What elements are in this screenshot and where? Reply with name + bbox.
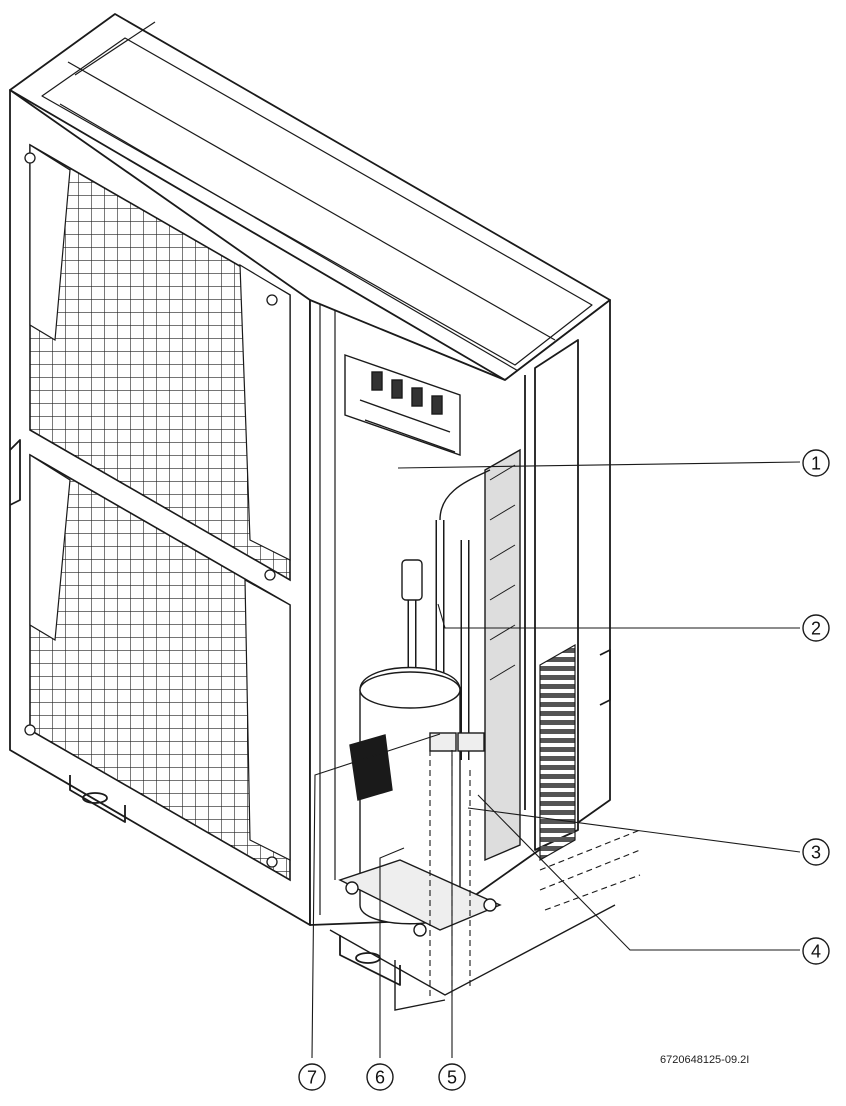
leader-line-4 [477,794,800,951]
callout-1: 1 [802,449,830,477]
leader-line-6 [379,847,405,1058]
leader-line-2 [437,603,800,629]
leader-line-3 [467,807,801,853]
leader-lines [311,461,801,1059]
internal-components [329,354,641,1011]
callout-3-label: 3 [811,843,821,863]
callout-3: 3 [802,838,830,866]
callout-4: 4 [802,937,830,965]
callout-4-label: 4 [811,942,821,962]
side-louvers [539,643,576,862]
fan-grille-bottom [24,453,291,882]
leader-line-1 [397,461,801,469]
callout-6-label: 6 [375,1068,385,1088]
callout-2: 2 [802,614,830,642]
callout-7: 7 [298,1063,326,1091]
callout-5: 5 [438,1063,466,1091]
figure-code: 6720648125-09.2I [660,1054,749,1066]
callout-2-label: 2 [811,619,821,639]
callout-6: 6 [366,1063,394,1091]
callout-1-label: 1 [811,454,821,474]
callout-7-label: 7 [307,1068,317,1088]
leader-line-7 [311,733,441,1059]
fan-grille-top [24,143,291,582]
callout-5-label: 5 [447,1068,457,1088]
